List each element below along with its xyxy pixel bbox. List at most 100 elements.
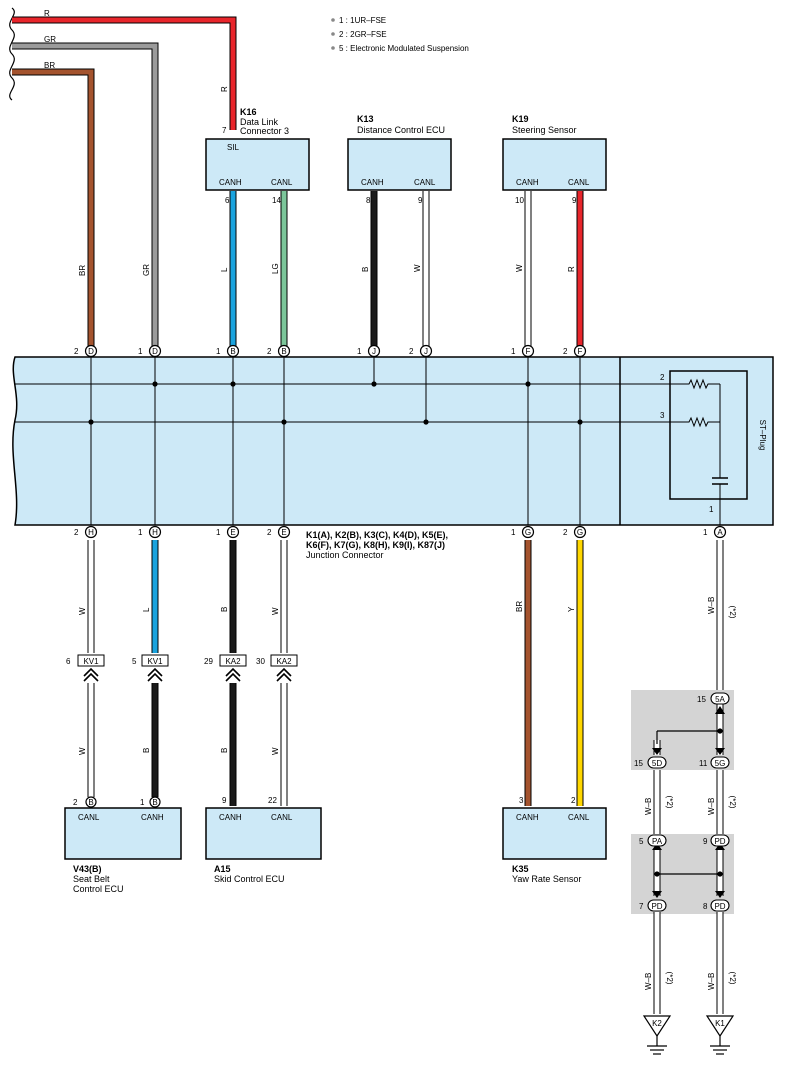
svg-text:5G: 5G <box>715 759 726 768</box>
conn-5g: 11 5G <box>699 756 730 769</box>
junction-top-pin-letter: J <box>424 347 428 356</box>
junction-top-pin-circle <box>573 344 587 358</box>
k16-box <box>205 138 310 191</box>
svg-text:7: 7 <box>639 902 644 911</box>
a15-box <box>205 807 322 860</box>
junction-connector: ST–Plug 2 3 1 K1(A), K2(B), K3(C), K4(D)… <box>12 356 774 560</box>
junction-bottom-pin-number: 1 <box>216 528 221 537</box>
a15-pin-canh-num: 9 <box>222 796 227 805</box>
ground-k2-icon: K2 <box>642 1015 672 1055</box>
svg-text:KV1: KV1 <box>83 657 99 666</box>
conn-pd-right: 8 PD <box>703 899 730 912</box>
k16-canh-label: CANH <box>219 178 242 187</box>
wire-label-wb-a1: W–B <box>707 597 716 614</box>
k19-code: K19 <box>512 114 529 124</box>
bottom-wires: W B B W <box>78 683 288 806</box>
notes: 1 : 1UR–FSE 2 : 2GR–FSE 5 : Electronic M… <box>331 16 469 53</box>
svg-text:B: B <box>88 798 93 807</box>
junction-top-pin-number: 2 <box>563 347 568 356</box>
v43-name-2: Control ECU <box>73 884 124 894</box>
k35-code: K35 <box>512 864 529 874</box>
st-plug-label: ST–Plug <box>758 420 767 451</box>
note-1: 1 : 1UR–FSE <box>339 16 386 25</box>
k19-steering-sensor: K19 Steering Sensor CANH CANL <box>502 114 607 191</box>
svg-text:15: 15 <box>634 759 643 768</box>
wire-label-b-skid: B <box>220 748 229 753</box>
junction-top-pin-number: 1 <box>216 347 221 356</box>
wire-label-w-k19: W <box>515 264 524 272</box>
a15-canh-label: CANH <box>219 813 242 822</box>
wire-label-w-skid: W <box>271 747 280 755</box>
junction-bottom-pin-number: 1 <box>511 528 516 537</box>
v43-code: V43(B) <box>73 864 102 874</box>
k19-pin-canh: 10 <box>515 196 524 205</box>
a15-pin-canl-num: 22 <box>268 796 277 805</box>
junction-top-pin-letter: F <box>578 347 583 356</box>
junction-bottom-pin-circle <box>226 525 240 539</box>
junction-top-pin-number: 2 <box>74 347 79 356</box>
k35-pin-canh-num: 3 <box>519 796 524 805</box>
wire-label-star2-k2: (*2) <box>665 972 674 985</box>
junction-bottom-pin-letter: G <box>577 528 583 537</box>
v43-seat-belt-control-ecu: 2 B 1 B CANL CANH V43(B) Seat Belt Contr… <box>64 796 182 894</box>
capacitor-icon <box>712 477 728 525</box>
wire-label-star2-a1: (*2) <box>728 606 737 619</box>
k19-canl-label: CANL <box>568 178 590 187</box>
wire-label-w-seatbelt: W <box>78 747 87 755</box>
k35-canh-label: CANH <box>516 813 539 822</box>
ka2-connector-30: 30 KA2 <box>256 654 298 667</box>
svg-text:5: 5 <box>639 837 644 846</box>
k16-pin-sil: 7 <box>222 126 227 135</box>
svg-text:PD: PD <box>714 902 725 911</box>
junction-top-pin-letter: D <box>152 347 158 356</box>
k16-code: K16 <box>240 107 257 117</box>
k16-pin-canl: 14 <box>272 196 281 205</box>
k35-name: Yaw Rate Sensor <box>512 874 581 884</box>
wire-label-w-k13: W <box>413 264 422 272</box>
k13-name: Distance Control ECU <box>357 125 445 135</box>
lower-wires: W L B W BR Y W–B (*2) <box>78 540 737 806</box>
junction-top-pin-number: 1 <box>511 347 516 356</box>
k19-canh-label: CANH <box>516 178 539 187</box>
junction-top-pin-number: 2 <box>267 347 272 356</box>
conn-5a: 15 5A <box>697 692 730 705</box>
a15-canl-label: CANL <box>271 813 293 822</box>
wire-label-br-g1: BR <box>515 601 524 612</box>
st-plug-pin-2: 2 <box>660 373 665 382</box>
k16-sil-label: SIL <box>227 143 240 152</box>
k16-data-link-connector: K16 Data Link Connector 3 7 SIL CANH CAN… <box>205 107 310 191</box>
break-line <box>9 7 15 101</box>
junction-box <box>12 356 774 526</box>
wire-label-w-e2: W <box>271 607 280 615</box>
k16-canl-label: CANL <box>271 178 293 187</box>
k35-box <box>502 807 607 860</box>
junction-bottom-pin-letter: H <box>88 528 94 537</box>
wire-label-wb-k2: W–B <box>644 973 653 990</box>
wire-label-wb-5g: W–B <box>707 798 716 815</box>
junction-bottom-pin-circle <box>84 525 98 539</box>
svg-text:15: 15 <box>697 695 706 704</box>
junction-bottom-pin-circle <box>713 525 727 539</box>
junction-bottom-pin-number: 2 <box>74 528 79 537</box>
svg-text:6: 6 <box>66 657 71 666</box>
svg-text:KA2: KA2 <box>225 657 241 666</box>
wire-label-w-h2: W <box>78 607 87 615</box>
ground-k2-label: K2 <box>652 1019 662 1028</box>
conn-pa: 5 PA <box>639 834 667 847</box>
junction-top-pin-circle <box>367 344 381 358</box>
k13-distance-control-ecu: K13 Distance Control ECU CANH CANL <box>347 114 452 191</box>
junction-name: Junction Connector <box>306 550 384 560</box>
ground-circuit: 15 5A 15 5D 11 5G 5 PA 9 PD 7 PD <box>631 690 737 1055</box>
svg-text:9: 9 <box>703 837 708 846</box>
